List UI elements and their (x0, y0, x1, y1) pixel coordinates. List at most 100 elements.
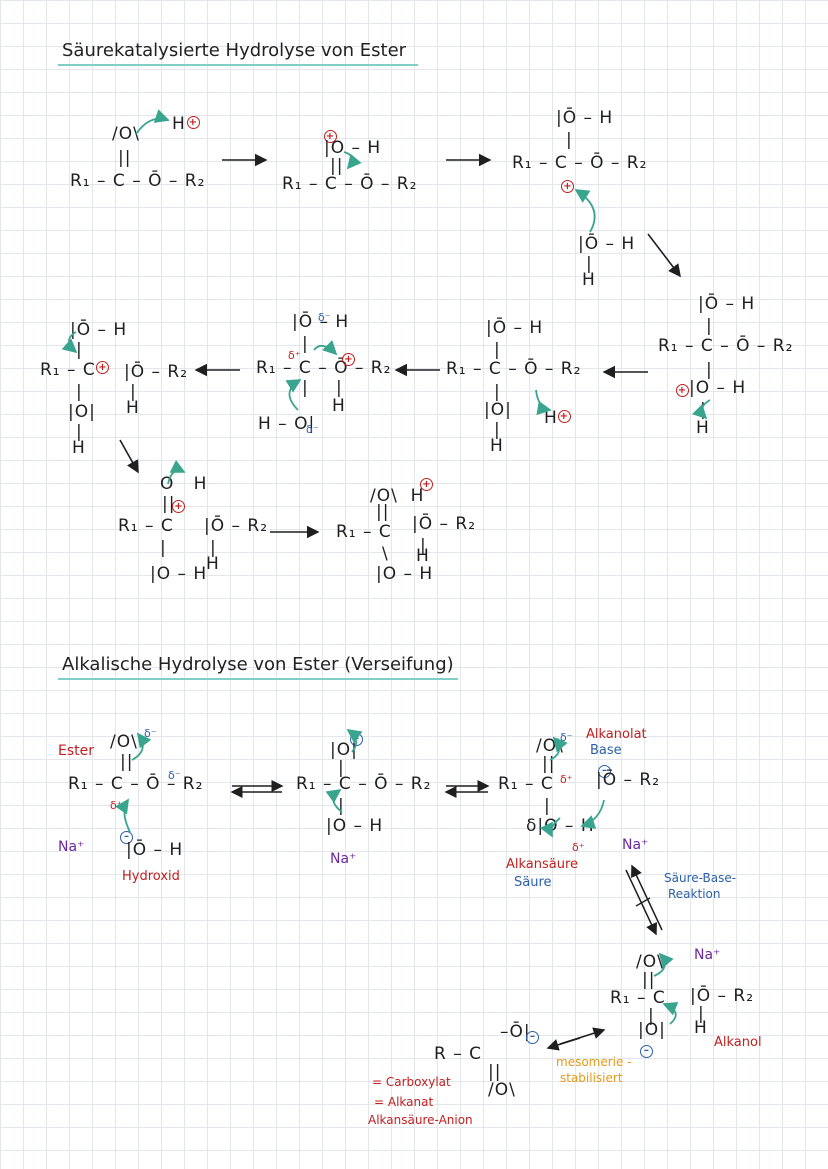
equilibrium-arrow-3 (625, 864, 663, 936)
curve-s1-e (535, 389, 552, 416)
label-mesomerie-1: mesomerie - (556, 1055, 632, 1069)
curve-s1-f (285, 379, 302, 411)
a3-minus: – (598, 760, 611, 778)
a2-na: Na⁺ (330, 851, 357, 867)
a5-o-top: –Ō| (500, 1022, 531, 1042)
mesomerie-arrow (546, 1027, 606, 1051)
curve-s2-c (346, 728, 363, 753)
s6-bond3: | (336, 378, 343, 398)
label-saeure: Säure (514, 875, 552, 890)
label-alkansaeure-anion: Alkansäure-Anion (368, 1113, 473, 1127)
s5-chain: R₁ – C – Ō – R₂ (446, 359, 582, 379)
label-alkansaeure: Alkansäure (506, 857, 579, 872)
a2-bond2: | (338, 796, 345, 816)
curve-s2-f (580, 799, 605, 829)
s7-bond2: | (76, 382, 83, 402)
s5-o: |O| (484, 400, 512, 420)
s9-h-r: H (416, 546, 430, 566)
a1-oh: |Ō – H (126, 840, 184, 860)
curve-s2-d (325, 788, 343, 813)
a5-o-bot: /O\ (488, 1080, 516, 1100)
curve-s2-g (539, 817, 561, 838)
curve-s1-c (574, 189, 596, 233)
s5-h: H (490, 436, 504, 456)
section1-title: Säurekatalysierte Hydrolyse von Ester (62, 40, 407, 61)
s3-water-bond: | (586, 254, 593, 274)
s1-ester-chain: R₁ – C – Ō – R₂ (70, 171, 206, 191)
s9-oh2: |O – H (376, 564, 434, 584)
s4-chain: R₁ – C – Ō – R₂ (658, 336, 794, 356)
a3-na: Na⁺ (622, 837, 649, 853)
a2-o: |O| (330, 740, 358, 760)
s6-oh-top: |Ō – H (292, 312, 350, 332)
s7-or2: |Ō – R₂ (124, 362, 189, 382)
s1-ester-o: /O\ (112, 124, 140, 144)
section2-underline (58, 678, 458, 680)
s7-bond-r: | (130, 382, 137, 402)
curve-s2-b (115, 798, 131, 833)
s5-bond: | (494, 340, 501, 360)
s9-bond: \ (382, 544, 389, 564)
s6-oplus: + (342, 349, 355, 366)
curve-s1-d (692, 399, 711, 420)
s7-h: H (72, 438, 86, 458)
a2-bond: | (338, 758, 345, 778)
s3-oh-top: |Ō – H (556, 108, 614, 128)
s7-o: |O| (68, 402, 96, 422)
s6-bond2: | (302, 378, 309, 398)
a4-bond-r: | (698, 1004, 705, 1024)
s8-oplus: + (172, 496, 185, 513)
a4-o2: |O| (638, 1020, 666, 1040)
s6-delta1: δ⁻ (318, 311, 331, 324)
a4-or2: |Ō – R₂ (690, 986, 755, 1006)
a1-dbl: || (120, 752, 134, 772)
label-carboxylat: = Carboxylat (372, 1075, 451, 1089)
s7-oh-top: |Ō – H (70, 320, 128, 340)
a3-or2: |Ō – R₂ (596, 770, 661, 790)
s3-water: |Ō – H (578, 234, 636, 254)
label-hydroxid: Hydroxid (122, 869, 180, 884)
label-base: Base (590, 743, 622, 758)
s5-bond2: | (494, 382, 501, 402)
s9-chain: R₁ – C (336, 522, 392, 542)
s8-dbl: || (162, 494, 176, 514)
s8-chain: R₁ – C (118, 516, 174, 536)
s6-ho: H – O| (258, 414, 316, 434)
label-alkanol: Alkanol (714, 1035, 762, 1050)
label-mesomerie-2: stabilisiert (560, 1071, 623, 1085)
section2-title: Alkalische Hydrolyse von Ester (Verseifu… (62, 654, 454, 675)
curve-s2-h (653, 952, 674, 977)
s5-oh-top: |Ō – H (486, 318, 544, 338)
curve-s2-i (662, 1001, 679, 1025)
s9-or2: |Ō – R₂ (412, 514, 477, 534)
arrow-s1-3 (647, 233, 681, 278)
s4-oh2: +|O – H (676, 378, 747, 398)
s5-bond3: | (494, 420, 501, 440)
a2-oh: |O – H (326, 816, 384, 836)
a3-delta-c: δ⁺ (560, 773, 573, 786)
s8-bond-r: | (210, 538, 217, 558)
s1-hplus: H+ (172, 114, 200, 134)
s3-water-h: H (582, 270, 596, 290)
s3-chain: R₁ – C – Ō – R₂ (512, 153, 648, 173)
a3-bond: | (544, 796, 551, 816)
a1-o: /O\ (110, 732, 138, 752)
s6-h-right: H (332, 396, 346, 416)
curve-s2-e (549, 736, 568, 761)
s4-oh-top: |Ō – H (698, 294, 756, 314)
curve-s1-i (167, 459, 186, 485)
s1-ester-dbl: || (118, 148, 132, 168)
curve-s1-b (343, 151, 362, 170)
curve-s1-h (61, 331, 78, 354)
s4-h: H (696, 418, 710, 438)
label-sbr-1: Säure-Base- (664, 871, 737, 885)
s8-h-r: H (206, 554, 220, 574)
a4-chain: R₁ – C (610, 988, 666, 1008)
s9-dbl: || (376, 502, 390, 522)
a5-dbl: || (488, 1062, 502, 1082)
label-alkanolat: Alkanolat (586, 727, 647, 742)
s4-bond2: | (706, 360, 713, 380)
s8-oh: O H (160, 474, 208, 494)
s4-bond: | (706, 316, 713, 336)
a4-na: Na⁺ (694, 947, 721, 963)
